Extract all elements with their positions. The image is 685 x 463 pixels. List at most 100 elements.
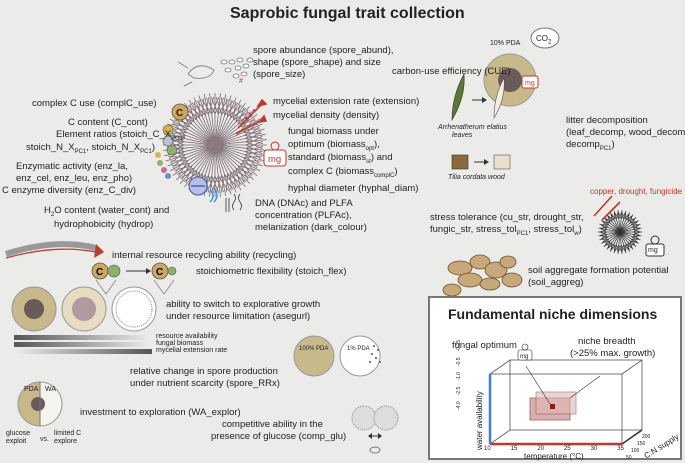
stressors-label: copper, drought, fungicide	[590, 187, 683, 196]
enzyme-icons	[155, 152, 171, 179]
competition-icon	[351, 405, 399, 454]
trait-waexplor: investment to exploration (WA_explor)	[80, 407, 241, 418]
trait-spore: spore abundance (spore_abund), shape (sp…	[253, 45, 394, 80]
trait-stress: stress tolerance (cu_str, drought_str, f…	[430, 212, 584, 237]
niche-mg-label: mg	[520, 354, 529, 360]
svg-text:C: C	[96, 267, 103, 278]
trait-sporerr1: relative change in spore production	[130, 366, 278, 377]
pda1-label: 1% PDA	[347, 346, 370, 352]
mg-cue-label: mg	[525, 80, 535, 87]
trait-water: H2O content (water_cont) and hydrophobic…	[44, 205, 170, 230]
niche-breadth-label: niche breadth (>25% max. growth)	[570, 336, 656, 359]
spore-lens-icon	[177, 61, 215, 87]
trait-complc: complex C use (complC_use)	[32, 98, 157, 109]
trait-compglu1: competitive ability in the	[222, 419, 323, 430]
limited-label: limited C explore	[54, 430, 82, 445]
fungal-optimum-point	[550, 404, 555, 409]
stress-mycelium-icon	[598, 210, 642, 254]
c-coin-icon: C	[171, 103, 189, 121]
trait-extension: mycelial extension rate (extension)	[273, 96, 420, 107]
dna-icon	[225, 193, 242, 212]
pda-dish-icons	[293, 335, 381, 377]
trait-recycling: internal resource recycling ability (rec…	[112, 250, 297, 261]
trait-hyphal: hyphal diameter (hyphal_diam)	[288, 183, 419, 194]
element-ratio-icons	[162, 124, 178, 156]
trait-ratios-line1: Element ratios (stoich_C_XPC1,	[56, 129, 186, 142]
z-tick: 100	[631, 448, 640, 454]
y-tick: -2.5	[456, 386, 462, 396]
trait-soil2: (soil_aggreg)	[528, 277, 584, 288]
trait-asegurl2: under resource limitation (asegurl)	[166, 311, 311, 322]
biomass-bar	[14, 342, 152, 347]
z-tick-labels: 200 150 100 50	[626, 434, 650, 462]
trait-enz2: enz_cel, enz_leu, enz_pho)	[16, 173, 133, 184]
z-tick: 200	[642, 434, 651, 440]
trait-compglu2: presence of glucose (comp_glu)	[211, 431, 347, 442]
bar-label-extension: mycelial extension rate	[156, 347, 228, 354]
extension-arrow-icon	[235, 98, 268, 135]
recycling-arrow-icon	[5, 241, 104, 259]
wa-pda-dish-icon	[17, 381, 63, 427]
stress-arrow-icon	[593, 195, 621, 221]
stoich-flex-icon: C C	[91, 262, 177, 295]
x-tick: 20	[537, 446, 544, 452]
trait-enz3: C enzyme diversity (enz_C_div)	[2, 185, 137, 196]
niche-optimum-label: fungal optimum	[452, 340, 517, 351]
trait-stoichflex: stoichiometric flexibility (stoich_flex)	[196, 266, 347, 277]
niche-title: Fundamental niche dimensions	[448, 306, 658, 322]
mg-label: mg	[268, 154, 282, 165]
pda-label: PDA	[24, 386, 39, 393]
extension-bar	[14, 349, 152, 354]
mycelium-center	[207, 137, 223, 153]
density-icon	[245, 109, 255, 119]
resource-bar	[14, 335, 152, 340]
svg-text:C: C	[156, 267, 163, 278]
ruler-icon: #	[239, 78, 243, 85]
x-tick: 25	[563, 446, 571, 452]
trait-enz1: Enzymatic activity (enz_la,	[16, 161, 128, 172]
y-tick: -0.25	[456, 340, 462, 352]
trait-biomass: fungal biomass under optimum (biomassopt…	[288, 126, 398, 180]
glucose-label: glucose exploit	[6, 430, 31, 445]
trait-ratios-line2: stoich_N_XPC1, stoich_N_XPC1)	[26, 142, 155, 155]
x-tick: 35	[617, 446, 624, 452]
vs-label: vs.	[40, 436, 49, 443]
pda10-label: 10% PDA	[490, 40, 521, 47]
wa-label: WA	[45, 386, 57, 393]
co2-label: CO2	[536, 34, 552, 46]
mg-stress-label: mg	[648, 247, 658, 254]
petri-dish-icons	[11, 286, 157, 332]
stress-weight-icon	[645, 235, 665, 257]
bar-label-resource: resource availability	[156, 333, 218, 340]
page-title: Saprobic fungal trait collection	[230, 5, 465, 22]
z-tick: 50	[626, 455, 632, 461]
pda100-label: 100% PDA	[299, 346, 329, 352]
trait-ccont: C content (C_cont)	[68, 117, 148, 128]
hyphal-diameter-icon	[188, 176, 208, 196]
arrhen-label: Arrhenatherum elatius leaves	[438, 124, 507, 139]
tilia-label: Tilia cordata wood	[448, 174, 505, 181]
x-tick-labels: 10 15 20 25 30 35	[484, 446, 624, 452]
y-axis-label: water availability	[475, 391, 484, 450]
trait-density: mycelial density (density)	[273, 110, 380, 121]
soil-aggregate-icon	[442, 254, 523, 297]
niche-cube	[488, 343, 643, 446]
y-tick: -0.5	[456, 357, 462, 367]
trait-cue: carbon-use efficiency (CUE)	[392, 66, 511, 77]
spores-icon	[220, 57, 254, 79]
trait-dna: DNA (DNAc) and PLFA concentration (PLFAc…	[255, 198, 367, 233]
bar-label-biomass: fungal biomass	[156, 340, 204, 347]
niche-panel: Fundamental niche dimensions fungal opti…	[428, 296, 682, 462]
trait-litter: litter decomposition (leaf_decomp, wood_…	[566, 115, 685, 152]
x-tick: 15	[510, 446, 518, 452]
y-tick: -1.0	[456, 372, 462, 381]
x-tick: 10	[484, 446, 491, 452]
trait-soil1: soil aggregate formation potential	[528, 265, 669, 276]
water-icon	[209, 187, 218, 203]
x-axis-label: temperature (°C)	[524, 452, 584, 461]
litter-icons	[451, 72, 511, 170]
trait-asegurl1: ability to switch to explorative growth	[166, 299, 321, 310]
mg-weight-icon	[263, 141, 287, 167]
svg-text:C: C	[176, 108, 183, 119]
